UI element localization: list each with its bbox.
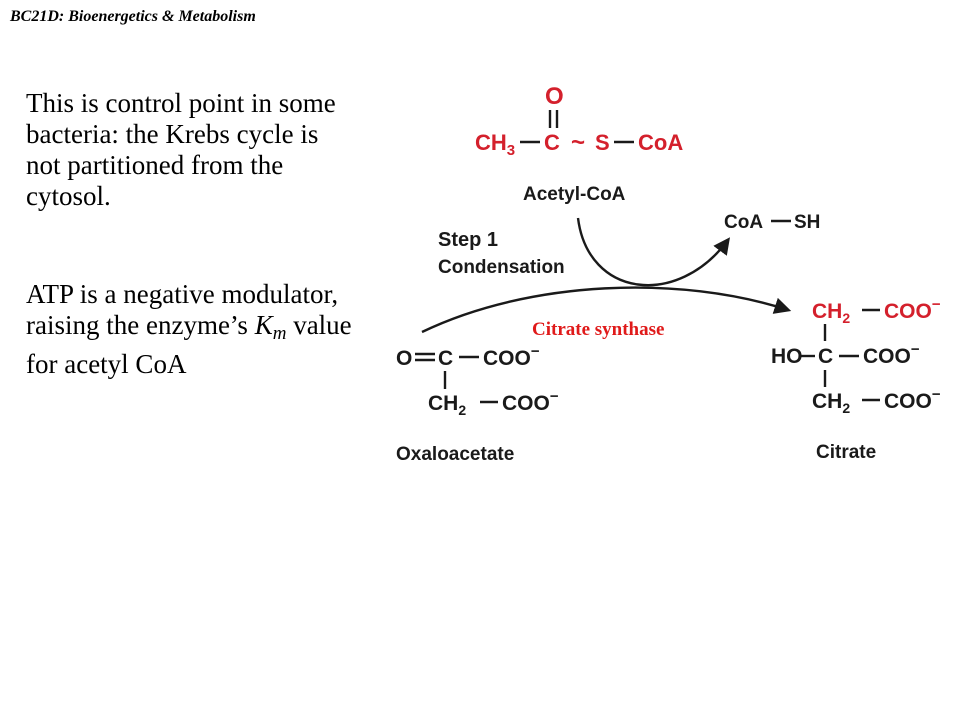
acetyl-oxygen: O xyxy=(545,83,564,110)
oxalo-oxygen: O xyxy=(396,347,412,370)
oxalo-carbon: C xyxy=(438,347,453,370)
coash-coa: CoA xyxy=(724,212,763,233)
slide-header: BC21D: Bioenergetics & Metabolism xyxy=(10,8,256,25)
citrate-structure: CH2 COO− HO C COO− CH2 COO− xyxy=(771,296,941,416)
citrate-synthase-reaction-diagram: O CH3 C ~ S CoA Acetyl-CoA Step 1 Conden… xyxy=(396,83,941,465)
oxaloacetate-structure: O C COO− CH2 COO− xyxy=(396,343,559,418)
step-title: Step 1 xyxy=(438,229,498,251)
citrate-coo-top: COO− xyxy=(884,296,941,323)
km-symbol: K xyxy=(254,310,273,340)
condensation-arrow xyxy=(421,286,792,334)
paragraph-control-point: This is control point in some bacteria: … xyxy=(26,88,336,211)
paragraph-atp-text-end: value for acetyl CoA xyxy=(26,310,352,379)
oxaloacetate-label: Oxaloacetate xyxy=(396,444,514,465)
citrate-coo-bottom: COO− xyxy=(884,386,941,413)
oxalo-coo-top: COO− xyxy=(483,343,540,370)
thioester-tilde: ~ xyxy=(571,129,585,156)
oxalo-ch2: CH2 xyxy=(428,392,466,418)
paragraph-atp-text: ATP is a negative modulator, raising the… xyxy=(26,279,339,340)
oxalo-coo-bottom: COO− xyxy=(502,388,559,415)
citrate-label: Citrate xyxy=(816,442,876,463)
coash-sh: SH xyxy=(794,212,820,233)
enzyme-label: Citrate synthase xyxy=(532,319,664,340)
citrate-hydroxyl: HO xyxy=(771,345,803,368)
paragraph-atp-modulator: ATP is a negative modulator, raising the… xyxy=(26,279,356,380)
citrate-coo-middle: COO− xyxy=(863,341,920,368)
acetyl-ch3: CH3 xyxy=(475,130,515,159)
km-subscript: m xyxy=(272,323,287,344)
coa-release-arrow xyxy=(576,217,730,287)
citrate-ch2-top: CH2 xyxy=(812,300,850,326)
acetyl-carbon: C xyxy=(544,130,560,155)
step-name: Condensation xyxy=(438,257,565,278)
citrate-carbon: C xyxy=(818,345,833,368)
acetyl-sulfur: S xyxy=(595,130,610,155)
acetyl-coa-group: CoA xyxy=(638,130,683,155)
acetyl-coa-structure: O CH3 C ~ S CoA xyxy=(475,83,683,159)
acetyl-coa-label: Acetyl-CoA xyxy=(523,184,626,205)
citrate-ch2-bottom: CH2 xyxy=(812,390,850,416)
